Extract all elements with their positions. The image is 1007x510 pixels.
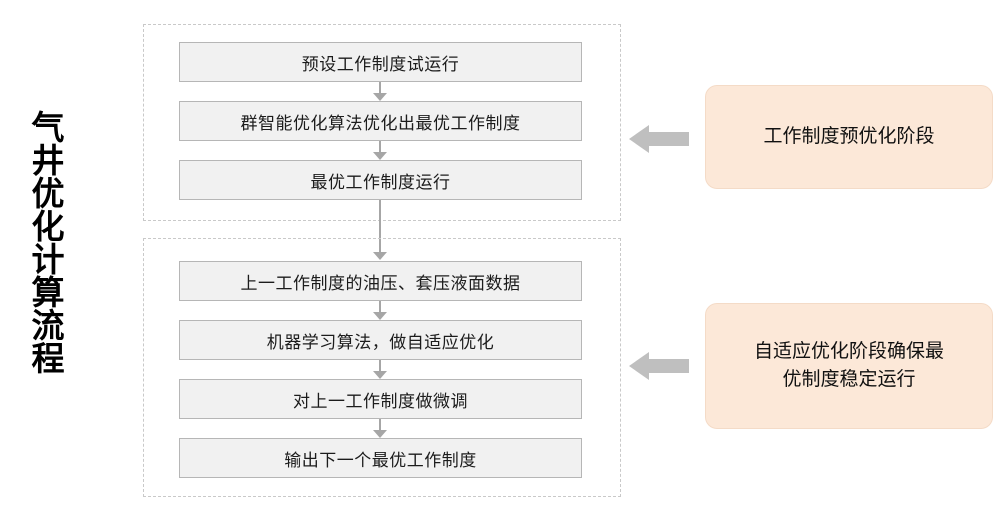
step-box-pre-2[interactable]: 群智能优化算法优化出最优工作制度 <box>179 101 582 141</box>
connector-line-pre-2-3 <box>379 141 381 158</box>
arrow-down-icon-group-pre-to-adapt <box>373 252 387 260</box>
arrow-down-icon-adapt-1-2 <box>373 312 387 320</box>
arrow-down-icon-adapt-3-4 <box>373 430 387 438</box>
callout-adapt-line-1: 自适应优化阶段确保最 <box>753 341 944 363</box>
callout-adapt-line-2: 优制度稳定运行 <box>782 369 916 390</box>
arrow-left-icon-adaptive-optimization <box>629 349 689 383</box>
step-box-adapt-2[interactable]: 机器学习算法，做自适应优化 <box>179 320 582 360</box>
step-box-adapt-3[interactable]: 对上一工作制度做微调 <box>179 379 582 419</box>
connector-line-adapt-1-2 <box>379 301 381 318</box>
arrow-left-icon-pre-optimization <box>629 122 689 156</box>
callout-pre-text: 工作制度预优化阶段 <box>763 123 934 151</box>
step-box-pre-3[interactable]: 最优工作制度运行 <box>179 160 582 200</box>
step-box-adapt-4[interactable]: 输出下一个最优工作制度 <box>179 438 582 478</box>
group-container-adaptive-optimization <box>143 238 621 497</box>
callout-adapt-text: 自适应优化阶段确保最 优制度稳定运行 <box>754 338 944 393</box>
step-box-adapt-1[interactable]: 上一工作制度的油压、套压液面数据 <box>179 261 582 301</box>
arrow-down-icon-pre-1-2 <box>373 93 387 101</box>
group-container-pre-optimization <box>143 24 621 221</box>
page-title: 气井优化计算流程 <box>27 110 64 374</box>
callout-adaptive-optimization[interactable]: 自适应优化阶段确保最 优制度稳定运行 <box>705 303 993 429</box>
callout-pre-line-1: 工作制度预优化阶段 <box>763 126 935 148</box>
step-box-pre-1[interactable]: 预设工作制度试运行 <box>179 42 582 82</box>
connector-line-adapt-2-3 <box>379 360 381 377</box>
connector-line-adapt-3-4 <box>379 419 381 436</box>
connector-line-group-pre-to-adapt <box>379 200 381 258</box>
callout-pre-optimization[interactable]: 工作制度预优化阶段 <box>705 85 993 189</box>
connector-line-pre-1-2 <box>379 82 381 99</box>
arrow-down-icon-pre-2-3 <box>373 152 387 160</box>
arrow-down-icon-adapt-2-3 <box>373 371 387 379</box>
